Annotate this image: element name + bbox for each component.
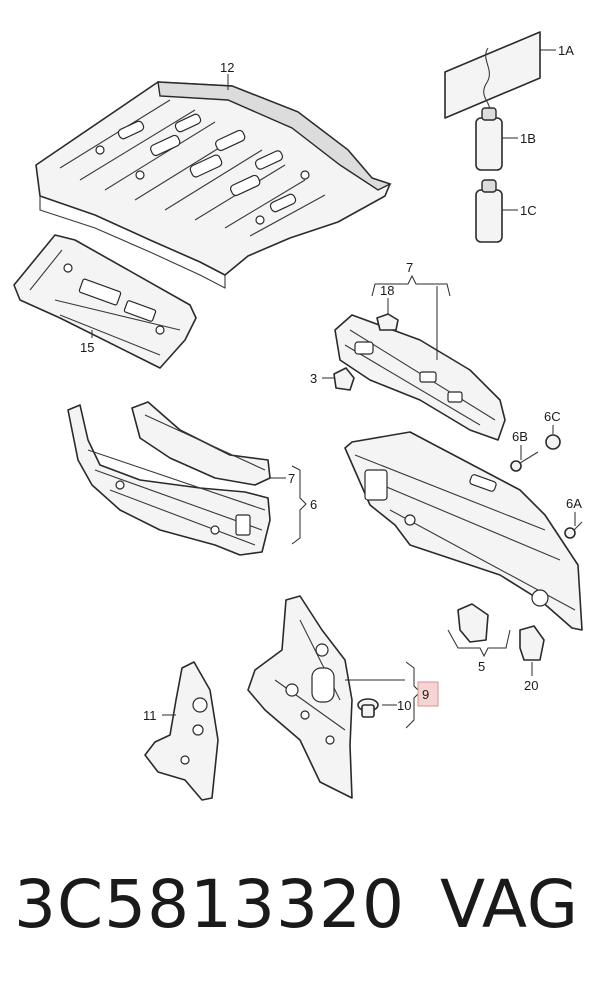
part-6-rear-panel-assembly — [67, 404, 271, 556]
parts-diagram: 12 15 1A 1B 1C 7 — [13, 31, 583, 801]
part-6A-screw: 6A — [564, 496, 583, 539]
callout-7-top: 7 — [406, 260, 413, 275]
part-7-upper-member: 7 — [131, 401, 295, 486]
callout-9-highlight — [417, 681, 439, 707]
part-15-cross-member: 15 — [13, 234, 197, 369]
callout-20: 20 — [524, 678, 538, 693]
part-12-rear-floor: 12 — [35, 60, 392, 289]
part-1A-sealing-tape: 1A — [444, 31, 574, 119]
callout-18: 18 — [380, 283, 394, 298]
callout-12: 12 — [220, 60, 234, 75]
part-9-side-panel — [247, 595, 405, 799]
footer-row: 3C5813320 VAG — [0, 855, 600, 965]
part-20-clip: 20 — [519, 625, 545, 693]
callout-6B: 6B — [512, 429, 528, 444]
callout-10: 10 — [397, 698, 411, 713]
callout-11: 11 — [143, 708, 157, 723]
part-number: 3C5813320 — [14, 866, 406, 943]
callout-7-left: 7 — [288, 471, 295, 486]
part-11-side-reinforcement: 11 — [143, 661, 219, 801]
part-10-plug: 10 — [357, 698, 411, 718]
part-3-clip: 3 — [310, 367, 355, 391]
part-1C-sealant-tube: 1C — [475, 179, 537, 243]
brand-name: VAG — [440, 866, 580, 943]
part-6B-bolt: 6B — [510, 429, 539, 472]
part-5-bracket: 5 — [447, 603, 511, 674]
part-rear-panel-right — [344, 431, 583, 631]
callout-3: 3 — [310, 371, 317, 386]
callout-6A: 6A — [566, 496, 582, 511]
brace-6 — [291, 465, 307, 545]
callout-1C: 1C — [520, 203, 537, 218]
callout-6: 6 — [310, 497, 317, 512]
callout-5: 5 — [478, 659, 485, 674]
part-6C-clip: 6C — [544, 409, 561, 450]
callout-1B: 1B — [520, 131, 536, 146]
callout-6C: 6C — [544, 409, 561, 424]
callout-1A: 1A — [558, 43, 574, 58]
part-18-bracket: 18 — [376, 283, 399, 331]
callout-9: 9 — [422, 687, 429, 702]
callout-15: 15 — [80, 340, 94, 355]
part-7-upper-assembly: 7 — [334, 260, 506, 441]
part-1B-sealant-tube: 1B — [475, 107, 536, 171]
